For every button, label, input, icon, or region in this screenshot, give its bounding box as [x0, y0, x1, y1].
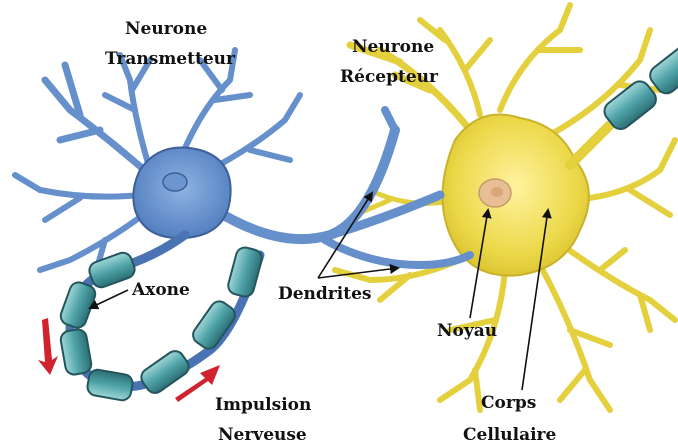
impulse-label-line2: Nerveuse	[218, 425, 307, 445]
receiver-axon	[570, 42, 678, 165]
nucleolus	[491, 187, 503, 197]
impulse-arrow-left	[38, 318, 58, 375]
cell-body-label-line2: Cellulaire	[463, 425, 557, 445]
receiver-label-line1: Neurone	[352, 37, 434, 57]
receiver-cell-body	[443, 114, 589, 275]
transmitter-cell-body	[133, 148, 230, 239]
impulse-label-line1: Impulsion	[215, 395, 311, 415]
transmitter-label-line2: Transmetteur	[105, 49, 236, 69]
nucleus-label: Noyau	[437, 321, 497, 341]
receiver-label-line2: Récepteur	[340, 67, 439, 87]
axon-label: Axone	[131, 280, 190, 300]
cell-body-label-line1: Corps	[481, 393, 536, 413]
dendrites-label: Dendrites	[278, 284, 371, 304]
transmitter-nucleus	[163, 173, 187, 191]
transmitter-label-line1: Neurone	[125, 19, 207, 39]
